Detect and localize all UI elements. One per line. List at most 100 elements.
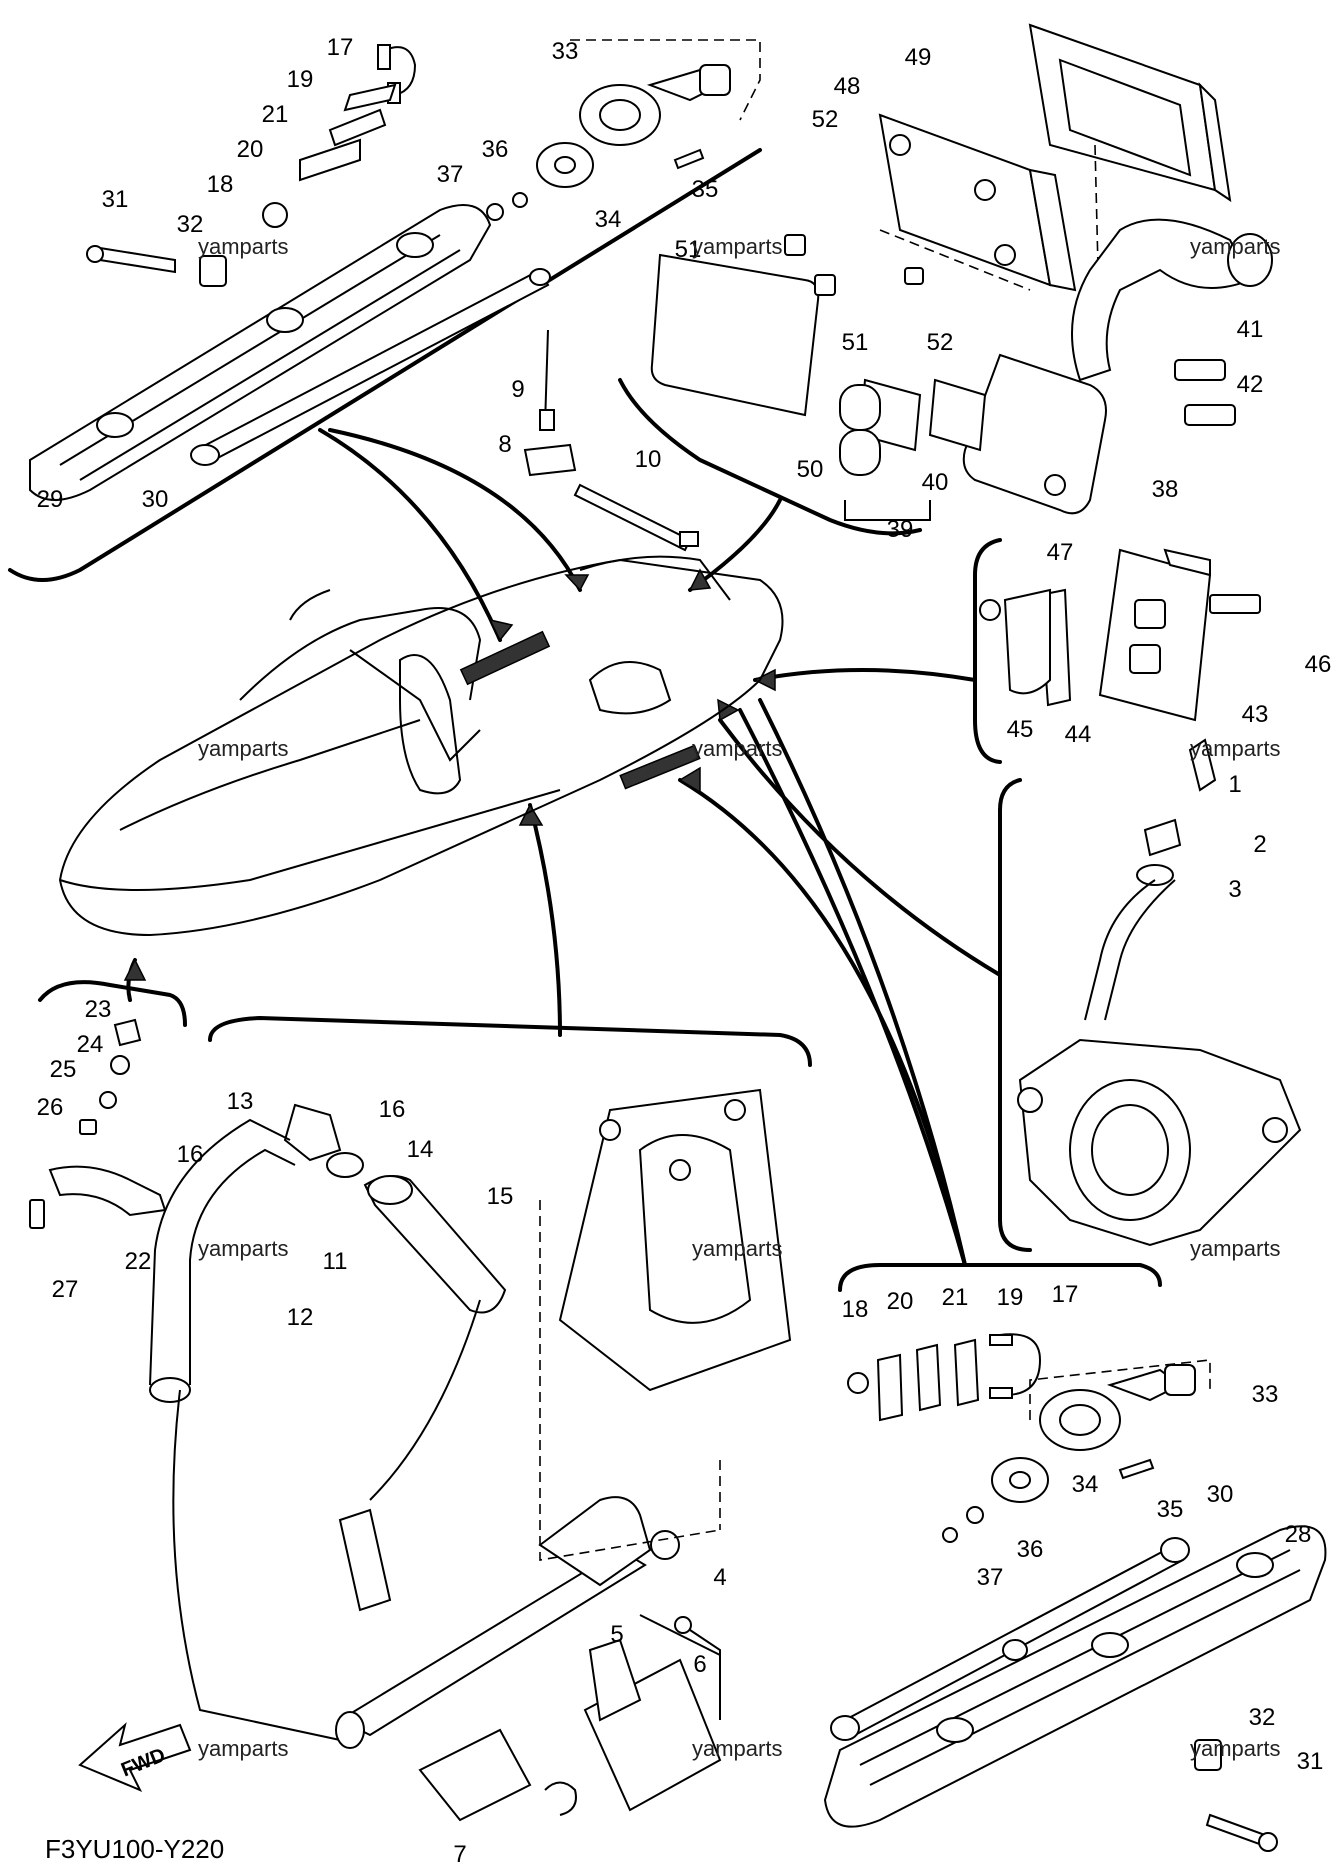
callout-49: 49 bbox=[904, 44, 932, 71]
callout-35-bottom: 35 bbox=[1156, 1496, 1184, 1523]
arrow-to-top-left bbox=[318, 428, 502, 642]
callout-38: 38 bbox=[1151, 476, 1179, 503]
callout-18-bottom: 18 bbox=[841, 1296, 869, 1323]
bracket-right-upper bbox=[973, 538, 1002, 764]
callout-18-top: 18 bbox=[206, 171, 234, 198]
callout-21-bottom: 21 bbox=[941, 1284, 969, 1311]
bracket-left-middle bbox=[38, 980, 187, 1027]
cover-parts-5-7 bbox=[544, 1614, 722, 1816]
bracket-parts-17-21 bbox=[262, 44, 417, 228]
callout-50: 50 bbox=[796, 456, 824, 483]
callout-20-bottom: 20 bbox=[886, 1288, 914, 1315]
callout-29: 29 bbox=[36, 486, 64, 513]
callout-15: 15 bbox=[486, 1183, 514, 1210]
callout-33-top: 33 bbox=[551, 38, 579, 65]
callout-19-top: 19 bbox=[286, 66, 314, 93]
callout-22: 22 bbox=[124, 1248, 152, 1275]
handle-assembly-bottom-right bbox=[823, 1525, 1327, 1852]
bracket-parts-22-27 bbox=[29, 1018, 167, 1229]
callout-42: 42 bbox=[1236, 371, 1264, 398]
watermark-6: yamparts bbox=[1190, 736, 1281, 761]
callout-17-bottom: 17 bbox=[1051, 1281, 1079, 1308]
watermark-5: yamparts bbox=[692, 736, 783, 761]
callout-23: 23 bbox=[84, 996, 112, 1023]
hose-assembly bbox=[149, 1103, 680, 1822]
fwd-arrow-icon: FWD bbox=[78, 1722, 192, 1792]
watermark-4: yamparts bbox=[198, 736, 289, 761]
bracket-parts-bottom bbox=[847, 1333, 1211, 1543]
callout-48: 48 bbox=[833, 73, 861, 100]
watermark-10: yamparts bbox=[198, 1736, 289, 1761]
clip-parts-8-10 bbox=[523, 329, 699, 552]
callout-21-top: 21 bbox=[261, 101, 289, 128]
callout-25: 25 bbox=[49, 1056, 77, 1083]
jet-ski-hull bbox=[58, 555, 784, 937]
watermark-9: yamparts bbox=[1190, 1236, 1281, 1261]
callout-51-upper: 51 bbox=[674, 236, 702, 263]
arrow-bottom-right-b bbox=[678, 778, 967, 1267]
callout-26: 26 bbox=[36, 1094, 64, 1121]
latch-assembly-top bbox=[486, 39, 761, 221]
watermark-7: yamparts bbox=[198, 1236, 289, 1261]
bracket-right-lower bbox=[998, 778, 1032, 1252]
bracket-center bbox=[208, 1015, 812, 1067]
callout-43: 43 bbox=[1241, 701, 1269, 728]
callout-34-top: 34 bbox=[594, 206, 622, 233]
callout-11: 11 bbox=[322, 1248, 348, 1275]
diagram-code: F3YU100-Y220 bbox=[45, 1834, 225, 1864]
callout-47: 47 bbox=[1046, 539, 1074, 566]
callout-41: 41 bbox=[1236, 316, 1264, 343]
callout-19-bottom: 19 bbox=[996, 1284, 1024, 1311]
callout-45: 45 bbox=[1006, 716, 1034, 743]
bracket-top-middle bbox=[618, 378, 922, 536]
callout-24: 24 bbox=[76, 1031, 104, 1058]
arrow-bottom-right-c bbox=[738, 708, 967, 1267]
callout-36-top: 36 bbox=[481, 136, 509, 163]
callout-20-top: 20 bbox=[236, 136, 264, 163]
callout-16-right: 16 bbox=[378, 1096, 406, 1123]
jet-pump-assembly bbox=[1017, 738, 1302, 1247]
callout-6: 6 bbox=[693, 1651, 707, 1678]
callout-16-left: 16 bbox=[176, 1141, 204, 1168]
arrow-to-right-lower bbox=[718, 718, 1002, 977]
callout-32-bottom: 32 bbox=[1248, 1704, 1276, 1731]
callout-4: 4 bbox=[713, 1564, 727, 1591]
exhaust-assembly bbox=[784, 218, 1273, 521]
callout-5: 5 bbox=[610, 1621, 624, 1648]
arrow-to-right-upper bbox=[753, 668, 977, 682]
callout-33-bottom: 33 bbox=[1251, 1381, 1279, 1408]
callout-17-top: 17 bbox=[326, 34, 354, 61]
callout-12: 12 bbox=[286, 1304, 314, 1331]
watermark-3: yamparts bbox=[1190, 234, 1281, 259]
callout-36-bottom: 36 bbox=[1016, 1536, 1044, 1563]
bracket-top-left bbox=[8, 148, 762, 582]
callout-44: 44 bbox=[1064, 721, 1092, 748]
callout-32-top: 32 bbox=[176, 211, 204, 238]
watermark-11: yamparts bbox=[692, 1736, 783, 1761]
callout-52-lower: 52 bbox=[926, 329, 954, 356]
handle-assembly-top-left bbox=[29, 204, 551, 501]
grill-assembly bbox=[979, 548, 1261, 722]
callout-30-bottom: 30 bbox=[1206, 1481, 1234, 1508]
callout-39: 39 bbox=[886, 516, 914, 543]
watermark-2: yamparts bbox=[692, 234, 783, 259]
callout-37-top: 37 bbox=[436, 161, 464, 188]
callout-31-top: 31 bbox=[101, 186, 129, 213]
callout-31-bottom: 31 bbox=[1296, 1748, 1324, 1775]
watermark-1: yamparts bbox=[198, 234, 289, 259]
callout-13: 13 bbox=[226, 1088, 254, 1115]
watermark-12: yamparts bbox=[1190, 1736, 1281, 1761]
callout-28: 28 bbox=[1284, 1521, 1312, 1548]
callout-37-bottom: 37 bbox=[976, 1564, 1004, 1591]
callout-8: 8 bbox=[498, 431, 512, 458]
callout-34-bottom: 34 bbox=[1071, 1471, 1099, 1498]
pump-housing-outline bbox=[539, 1088, 792, 1561]
callout-52-top: 52 bbox=[811, 106, 839, 133]
callout-10: 10 bbox=[634, 446, 662, 473]
callout-1: 1 bbox=[1228, 771, 1242, 798]
callout-9: 9 bbox=[511, 376, 525, 403]
bracket-bottom-right bbox=[838, 1263, 1162, 1292]
storage-box-assembly bbox=[650, 23, 1232, 417]
